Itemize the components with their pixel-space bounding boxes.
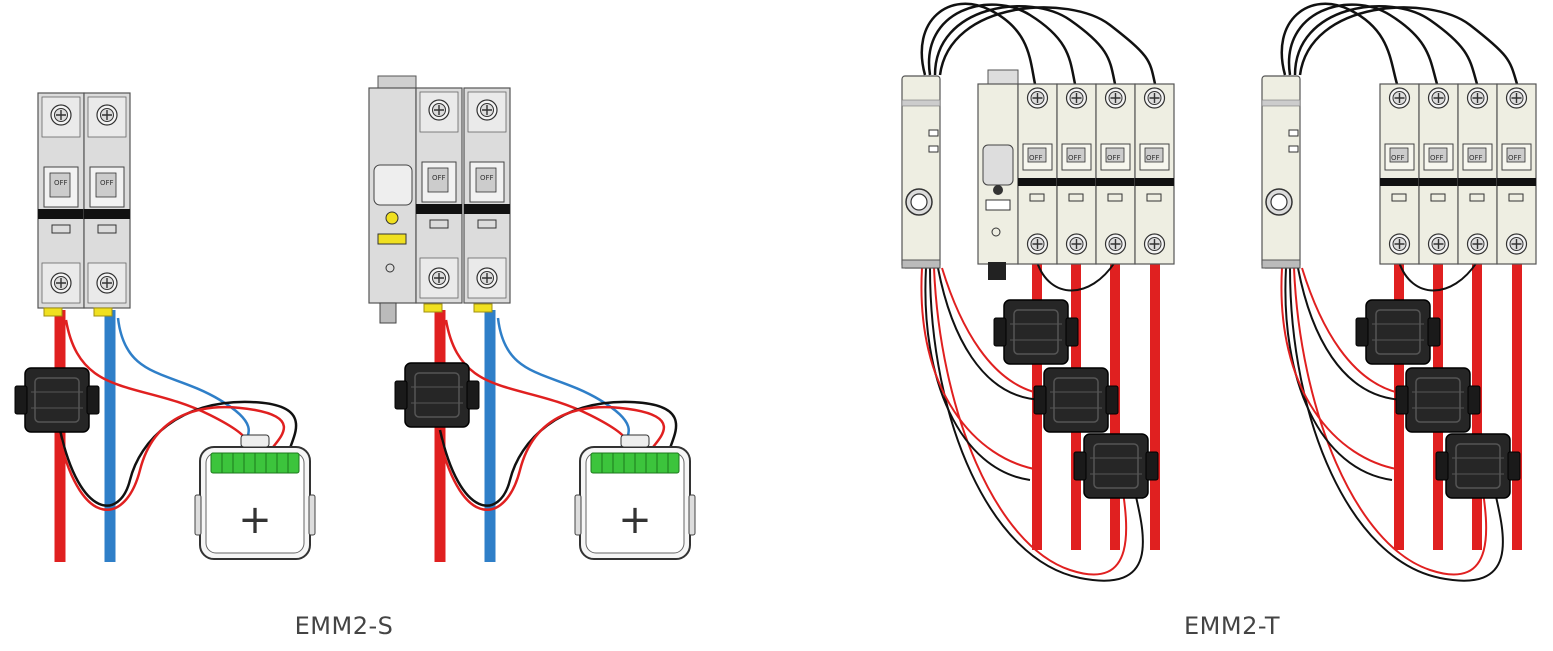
emm2-t-diagram-a: OFF OFF OFF OFF	[901, 2, 1174, 582]
caption-emm2-t: EMM2-T	[1184, 612, 1280, 640]
emm2-s-diagram-b: OFF OFF +	[368, 75, 696, 562]
emm2-s-diagram-a: OFF OFF +	[14, 93, 316, 562]
ct-clamp-icon	[1395, 367, 1481, 433]
energy-meter-icon: +	[194, 434, 316, 560]
breaker-switch-label: OFF	[1508, 154, 1522, 162]
plus-icon: +	[238, 497, 272, 543]
breaker-switch-label: OFF	[1107, 154, 1121, 162]
ct-clamp-icon	[1033, 367, 1119, 433]
breaker-switch-label: OFF	[1469, 154, 1483, 162]
breaker-switch-label: OFF	[54, 179, 68, 187]
breaker-switch-label: OFF	[100, 179, 114, 187]
plus-icon: +	[618, 497, 652, 543]
ct-clamp-icon	[1435, 433, 1521, 499]
breaker-switch-label: OFF	[432, 174, 446, 182]
breaker-icon: OFF OFF OFF OFF	[901, 69, 1174, 280]
breaker-switch-label: OFF	[1391, 154, 1405, 162]
breaker-switch-label: OFF	[1146, 154, 1160, 162]
emm2-t-diagram-b: OFF OFF OFF OFF	[1261, 2, 1536, 582]
breaker-switch-label: OFF	[1029, 154, 1043, 162]
breaker-icon: OFF OFF	[368, 75, 510, 324]
breaker-switch-label: OFF	[1068, 154, 1082, 162]
caption-emm2-s: EMM2-S	[294, 612, 394, 640]
ct-clamp-icon	[1355, 299, 1441, 365]
breaker-switch-label: OFF	[1430, 154, 1444, 162]
breaker-icon: OFF OFF	[38, 93, 130, 317]
ct-clamp-icon	[14, 367, 100, 433]
ct-clamp-icon	[993, 299, 1079, 365]
ct-clamp-icon	[394, 362, 480, 428]
breaker-switch-label: OFF	[480, 174, 494, 182]
ct-clamp-icon	[1073, 433, 1159, 499]
energy-meter-icon: +	[574, 434, 696, 560]
breaker-icon: OFF OFF OFF OFF	[1261, 75, 1536, 269]
